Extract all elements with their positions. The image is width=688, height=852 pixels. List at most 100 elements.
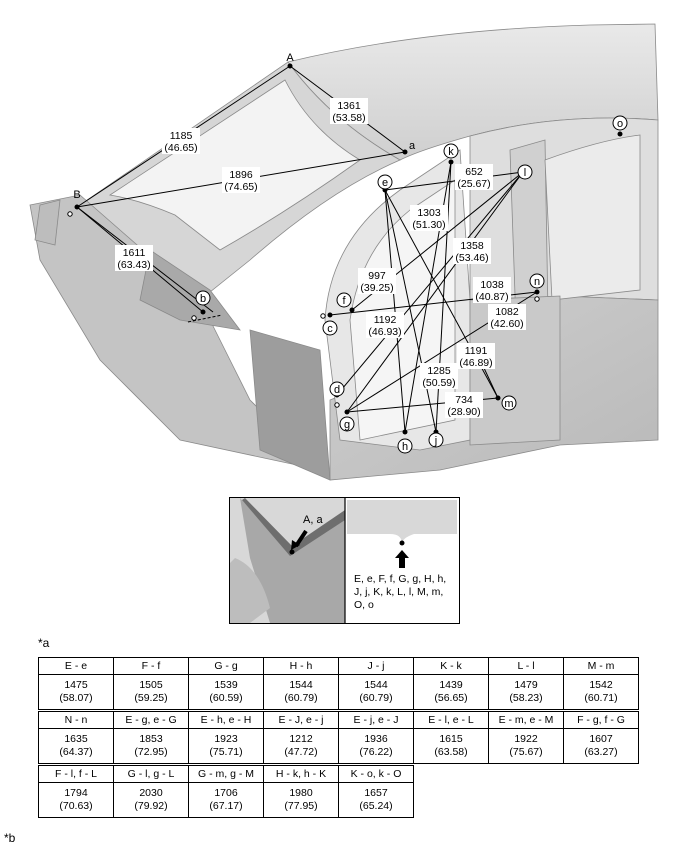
table-cell-label: E - j, e - J <box>338 711 414 729</box>
table-cell-label: E - J, e - j <box>263 711 339 729</box>
dim-label-734: 734(28.90) <box>445 392 483 418</box>
svg-text:(28.90): (28.90) <box>447 406 480 418</box>
svg-text:1896: 1896 <box>229 169 253 181</box>
svg-text:1303: 1303 <box>417 207 441 219</box>
table-cell-value: 1922(75.67) <box>488 728 564 764</box>
hidden-section-line <box>187 314 223 323</box>
dim-label-1082: 1082(42.60) <box>488 304 526 330</box>
svg-text:1611: 1611 <box>123 247 146 259</box>
svg-text:1082: 1082 <box>495 306 519 318</box>
dimension-table-row-3: F - l, f - L G - l, g - L G - m, g - M H… <box>38 765 414 818</box>
dim-label-1361: 1361(53.58) <box>330 98 368 124</box>
dim-label-997: 997(39.25) <box>358 268 396 294</box>
table-cell-label: G - g <box>188 657 264 675</box>
svg-text:j: j <box>434 435 437 447</box>
table-cell-label: L - l <box>488 657 564 675</box>
table-cell-label: H - h <box>263 657 339 675</box>
table-cell-value: 1657(65.24) <box>338 782 414 818</box>
svg-text:652: 652 <box>465 166 483 178</box>
dim-label-1038: 1038(40.87) <box>473 277 511 303</box>
table-cell-value: 1544(60.79) <box>338 674 414 710</box>
point-badge-b: b <box>195 290 211 306</box>
svg-text:k: k <box>448 146 454 158</box>
svg-text:1038: 1038 <box>480 279 504 291</box>
point-label-A: A <box>286 52 294 64</box>
table-cell-value: 1794(70.63) <box>38 782 114 818</box>
table-cell-label: E - h, e - H <box>188 711 264 729</box>
note-a: *a <box>38 636 50 650</box>
dim-label-1285: 1285(50.59) <box>420 363 458 389</box>
hole-markers <box>67 211 540 408</box>
table-cell-value: 1923(75.71) <box>188 728 264 764</box>
table-cell-value: 1439(56.65) <box>413 674 489 710</box>
svg-text:1191: 1191 <box>465 345 488 357</box>
svg-text:e: e <box>382 177 388 189</box>
svg-text:c: c <box>327 323 333 335</box>
svg-text:1361: 1361 <box>337 100 361 112</box>
inset-label-line-3: O, o <box>354 599 374 611</box>
table-cell-value: 1635(64.37) <box>38 728 114 764</box>
svg-text:l: l <box>524 167 526 179</box>
point-badge-d: d <box>329 381 345 397</box>
table-cell-label: K - o, k - O <box>338 765 414 783</box>
svg-text:(53.58): (53.58) <box>332 112 365 124</box>
point-badge-f: f <box>336 292 352 308</box>
detail-inset: A, a E, e, F, f, G, g, H, h, J, j, K, k,… <box>229 497 460 624</box>
table-cell-value: 1479(58.23) <box>488 674 564 710</box>
svg-text:(53.46): (53.46) <box>455 252 488 264</box>
dim-label-1192: 1192(46.93) <box>366 312 404 338</box>
point-badge-g: g <box>339 416 355 432</box>
table-cell-label: E - g, e - G <box>113 711 189 729</box>
svg-text:(42.60): (42.60) <box>490 318 523 330</box>
table-cell-label: J - j <box>338 657 414 675</box>
svg-text:(46.89): (46.89) <box>459 357 492 369</box>
dimension-labels: 1361(53.58) 1185(46.65) 1896(74.65) 1611… <box>115 98 526 418</box>
svg-text:(74.65): (74.65) <box>224 181 257 193</box>
svg-text:1192: 1192 <box>374 314 397 326</box>
point-badge-j: j <box>428 432 444 448</box>
table-cell-label: F - g, f - G <box>563 711 639 729</box>
table-cell-value: 1505(59.25) <box>113 674 189 710</box>
table-cell-value: 1607(63.27) <box>563 728 639 764</box>
svg-text:(25.67): (25.67) <box>457 178 490 190</box>
point-badge-k: k <box>443 143 459 159</box>
table-cell-label: M - m <box>563 657 639 675</box>
table-cell-label: G - l, g - L <box>113 765 189 783</box>
dim-label-1191: 1191(46.89) <box>457 343 495 369</box>
svg-text:1285: 1285 <box>427 365 451 377</box>
table-cell-value: 1544(60.79) <box>263 674 339 710</box>
note-b: *b <box>4 831 16 845</box>
dim-label-652: 652(25.67) <box>455 164 493 190</box>
svg-text:g: g <box>344 419 350 431</box>
dim-label-1303: 1303(51.30) <box>410 205 448 231</box>
table-cell-label: H - k, h - K <box>263 765 339 783</box>
dimension-table-row-1: E - e F - f G - g H - h J - j K - k L - … <box>38 657 639 710</box>
svg-text:h: h <box>402 441 408 453</box>
point-badge-c: c <box>322 320 338 336</box>
table-cell-value: 1980(77.95) <box>263 782 339 818</box>
table-cell-label: F - l, f - L <box>38 765 114 783</box>
table-cell-value: 1706(67.17) <box>188 782 264 818</box>
svg-text:m: m <box>504 398 513 410</box>
roof-edge-detail: A, a <box>230 498 345 623</box>
svg-text:b: b <box>200 293 206 305</box>
svg-text:f: f <box>342 295 346 307</box>
dim-label-1611: 1611(63.43) <box>115 245 153 271</box>
table-cell-label: E - e <box>38 657 114 675</box>
dim-label-1896: 1896(74.65) <box>222 167 260 193</box>
inset-label-line-1: E, e, F, f, G, g, H, h, <box>354 573 446 585</box>
svg-text:(40.87): (40.87) <box>475 291 508 303</box>
point-badge-l: l <box>517 164 533 180</box>
table-cell-value: 1936(76.22) <box>338 728 414 764</box>
table-cell-value: 2030(79.92) <box>113 782 189 818</box>
svg-text:o: o <box>617 118 623 130</box>
point-label-B: B <box>73 189 80 201</box>
detail-inset-drawing: A, a E, e, F, f, G, g, H, h, J, j, K, k,… <box>230 498 457 623</box>
point-badge-m: m <box>501 395 517 411</box>
table-cell-label: F - f <box>113 657 189 675</box>
svg-text:(39.25): (39.25) <box>360 282 393 294</box>
table-cell-value: 1475(58.07) <box>38 674 114 710</box>
inset-label-A-a: A, a <box>303 514 323 526</box>
table-cell-value: 1615(63.58) <box>413 728 489 764</box>
table-cell-value: 1212(47.72) <box>263 728 339 764</box>
